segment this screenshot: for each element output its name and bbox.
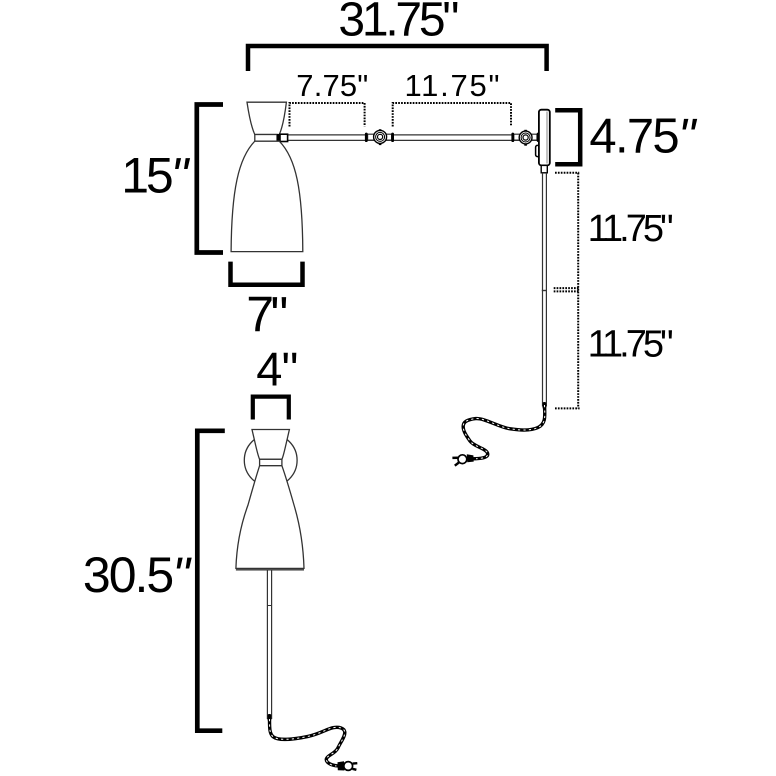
svg-text:4.75": 4.75" [589, 109, 698, 163]
svg-text:7": 7" [246, 287, 288, 343]
svg-text:4": 4" [256, 342, 298, 395]
svg-text:7.75": 7.75" [296, 68, 368, 103]
svg-text:31.75": 31.75" [338, 0, 459, 47]
svg-text:15": 15" [121, 148, 190, 204]
svg-text:11.75": 11.75" [588, 323, 674, 365]
svg-text:11.75": 11.75" [405, 68, 500, 103]
svg-text:11.75": 11.75" [588, 208, 674, 250]
svg-text:30.5": 30.5" [83, 547, 192, 603]
